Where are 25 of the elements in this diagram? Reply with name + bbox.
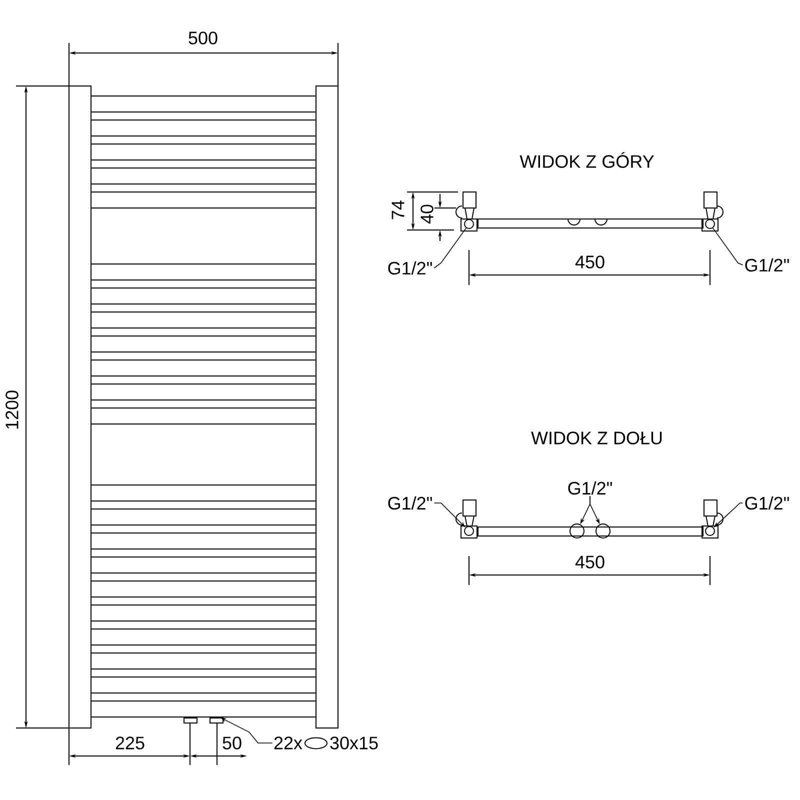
bottom-rail (90, 700, 316, 718)
leader-label: G1/2" (745, 496, 789, 510)
leader-label: G1/2" (568, 481, 612, 495)
connection-circle (705, 219, 715, 229)
leader-label: G1/2" (745, 258, 789, 272)
connection-circle (464, 526, 474, 536)
connection-circle (705, 526, 715, 536)
leader-label: G1/2" (388, 261, 432, 275)
leader-line (434, 228, 466, 268)
dimension-text: 450 (574, 554, 606, 570)
dimension-text: 50 (221, 736, 244, 750)
connection-circle (464, 219, 474, 229)
dimension-text: 40 (420, 203, 434, 226)
connection-circle (570, 524, 584, 538)
leader-line (712, 228, 744, 266)
dimension-text: 74 (390, 199, 406, 222)
dimension-text: 450 (574, 254, 606, 270)
leader-label: 22x 30x15 (274, 736, 378, 750)
dimension-text: 1200 (4, 388, 20, 432)
leader-label: G1/2" (388, 496, 432, 510)
view-title: WIDOK Z GÓRY (518, 151, 656, 169)
connection-circle (596, 524, 610, 538)
dimension-text: 500 (187, 30, 220, 46)
view-title: WIDOK Z DOŁU (530, 430, 664, 446)
dimension-text: 225 (114, 736, 146, 750)
